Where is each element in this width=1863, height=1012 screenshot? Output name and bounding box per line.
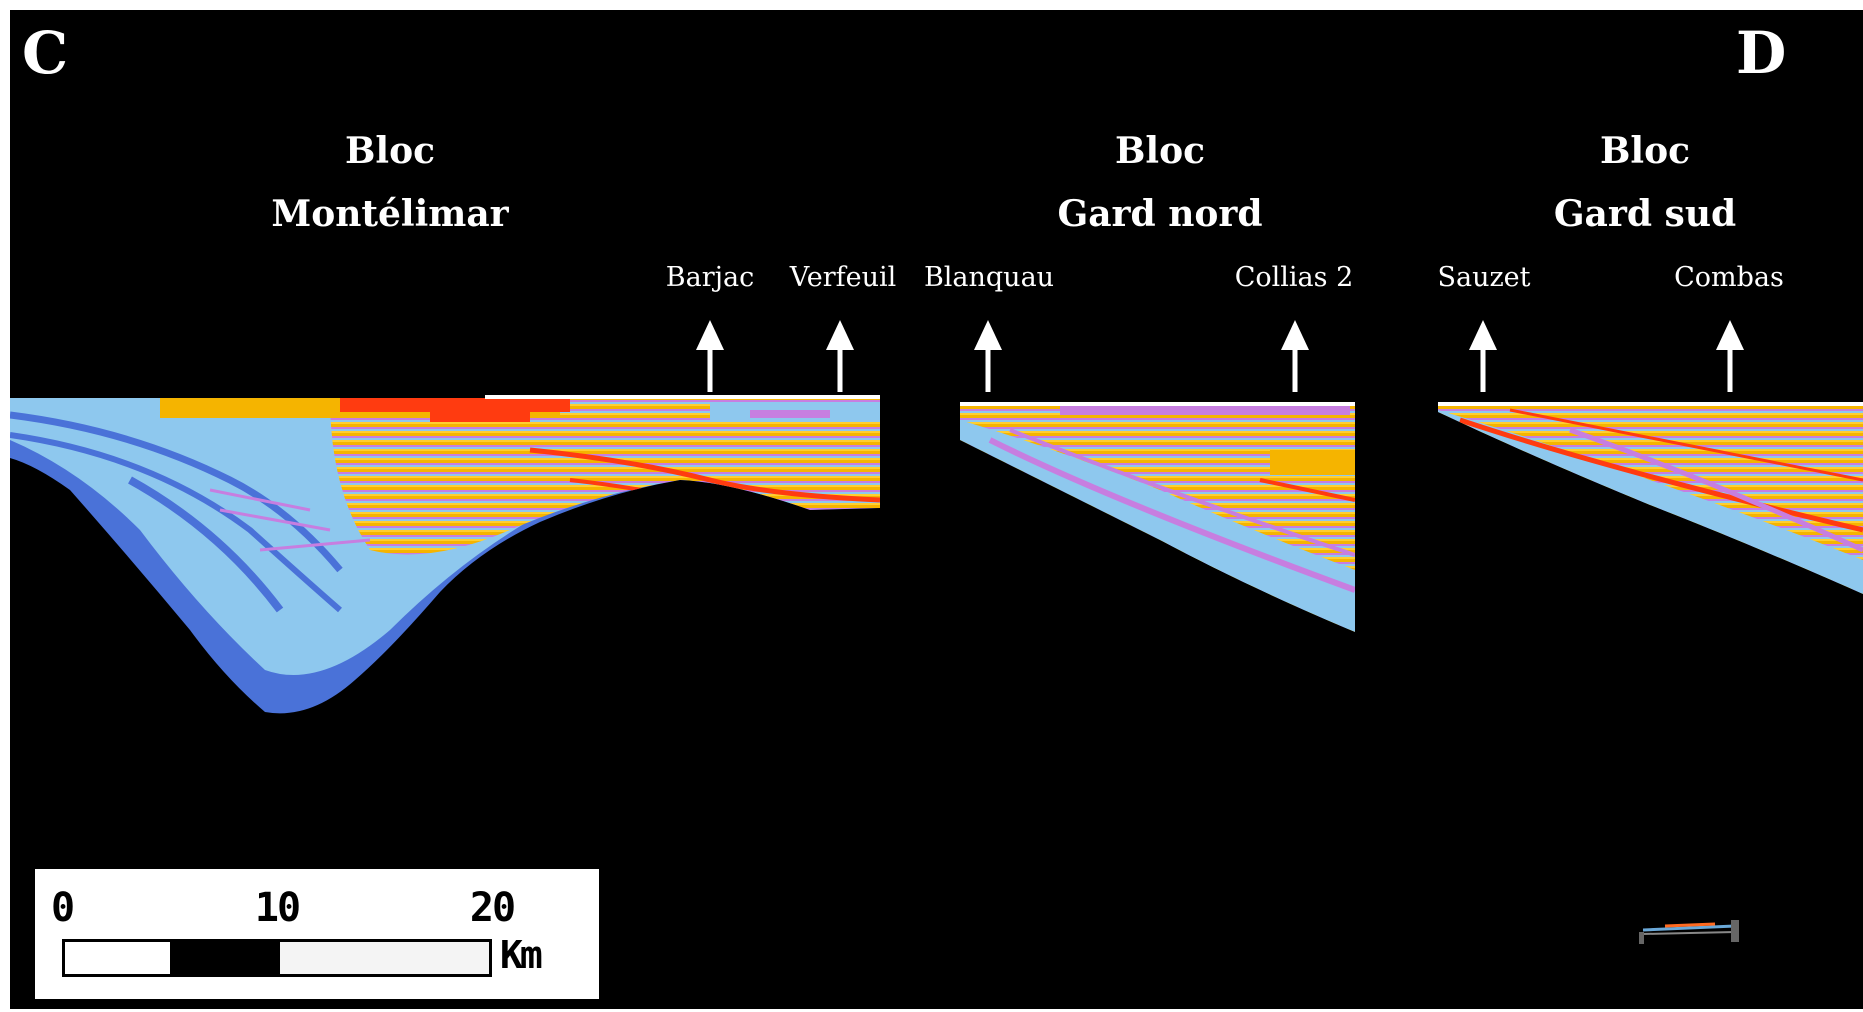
arrow-blanquau — [974, 320, 1002, 392]
figure-panel: C D Bloc Montélimar Bloc Gard nord Bloc … — [10, 10, 1863, 1009]
scale-segment-white — [280, 942, 489, 974]
block-title-line2: Gard sud — [1553, 193, 1737, 235]
cross-section-drawing — [10, 320, 1863, 714]
scale-tick-label: 20 — [469, 885, 516, 931]
well-label-sauzet: Sauzet — [1437, 262, 1531, 293]
block-title-gard-sud: Bloc Gard sud — [1495, 120, 1795, 246]
block-title-line2: Montélimar — [271, 193, 509, 235]
mini-section-thumbnail-icon — [1639, 920, 1739, 944]
scale-tick-label: 0 — [50, 885, 75, 931]
well-label-verfeuil: Verfeuil — [789, 262, 897, 293]
well-label-combas: Combas — [1674, 262, 1784, 293]
scale-bar: 0 10 20 Km — [35, 869, 599, 999]
scale-unit: Km — [500, 933, 543, 977]
section-montelimar — [10, 395, 880, 714]
block-title-montelimar: Bloc Montélimar — [240, 120, 540, 246]
panel-letter-right: D — [1736, 19, 1787, 87]
panel-letter-left: C — [22, 19, 69, 87]
arrow-combas — [1716, 320, 1744, 392]
arrow-collias-2 — [1281, 320, 1309, 392]
scale-track — [62, 939, 492, 977]
arrow-barjac — [696, 320, 724, 392]
scale-segment-white — [65, 942, 170, 974]
well-arrows — [696, 320, 1744, 392]
block-title-line1: Bloc — [344, 130, 436, 172]
block-title-gard-nord: Bloc Gard nord — [1010, 120, 1310, 246]
scale-segment-black — [170, 942, 280, 974]
well-label-barjac: Barjac — [665, 262, 755, 293]
arrow-verfeuil — [826, 320, 854, 392]
block-title-line2: Gard nord — [1057, 193, 1263, 235]
block-title-line1: Bloc — [1114, 130, 1206, 172]
scale-tick-label: 10 — [254, 885, 301, 931]
section-gard-sud — [1438, 402, 1863, 594]
block-title-line1: Bloc — [1599, 130, 1691, 172]
well-label-blanquau: Blanquau — [923, 262, 1055, 293]
section-gard-nord — [960, 402, 1355, 632]
arrow-sauzet — [1469, 320, 1497, 392]
well-label-collias-2: Collias 2 — [1234, 262, 1354, 293]
